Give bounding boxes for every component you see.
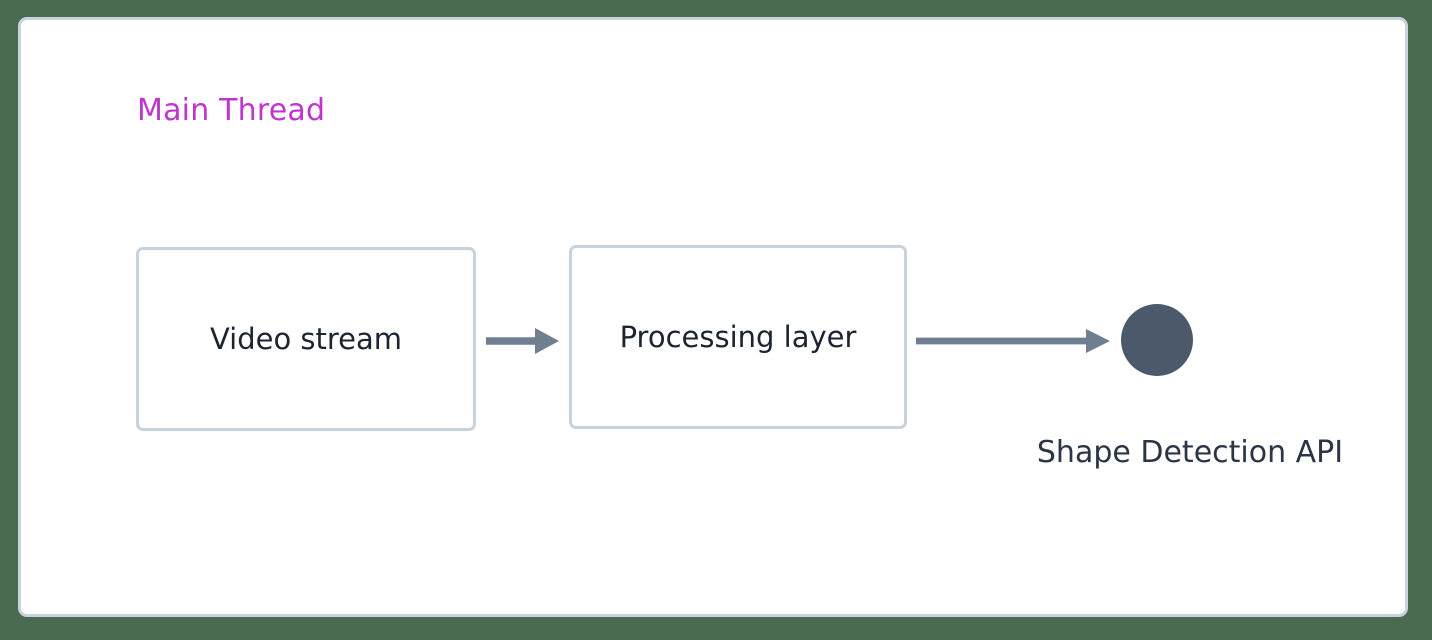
diagram-panel: Main Thread Video stream Processing laye…	[18, 17, 1408, 617]
arrow-video-to-processing-icon	[483, 320, 563, 362]
lane-title-main-thread: Main Thread	[137, 93, 326, 128]
node-processing-layer-label: Processing layer	[619, 320, 857, 354]
node-shape-detection-api[interactable]	[1121, 304, 1193, 376]
node-video-stream-label: Video stream	[209, 322, 403, 356]
arrow-processing-to-api-icon	[914, 320, 1114, 362]
node-shape-detection-api-label: Shape Detection API	[1036, 435, 1344, 470]
node-video-stream[interactable]: Video stream	[136, 247, 476, 431]
node-processing-layer[interactable]: Processing layer	[569, 245, 907, 429]
